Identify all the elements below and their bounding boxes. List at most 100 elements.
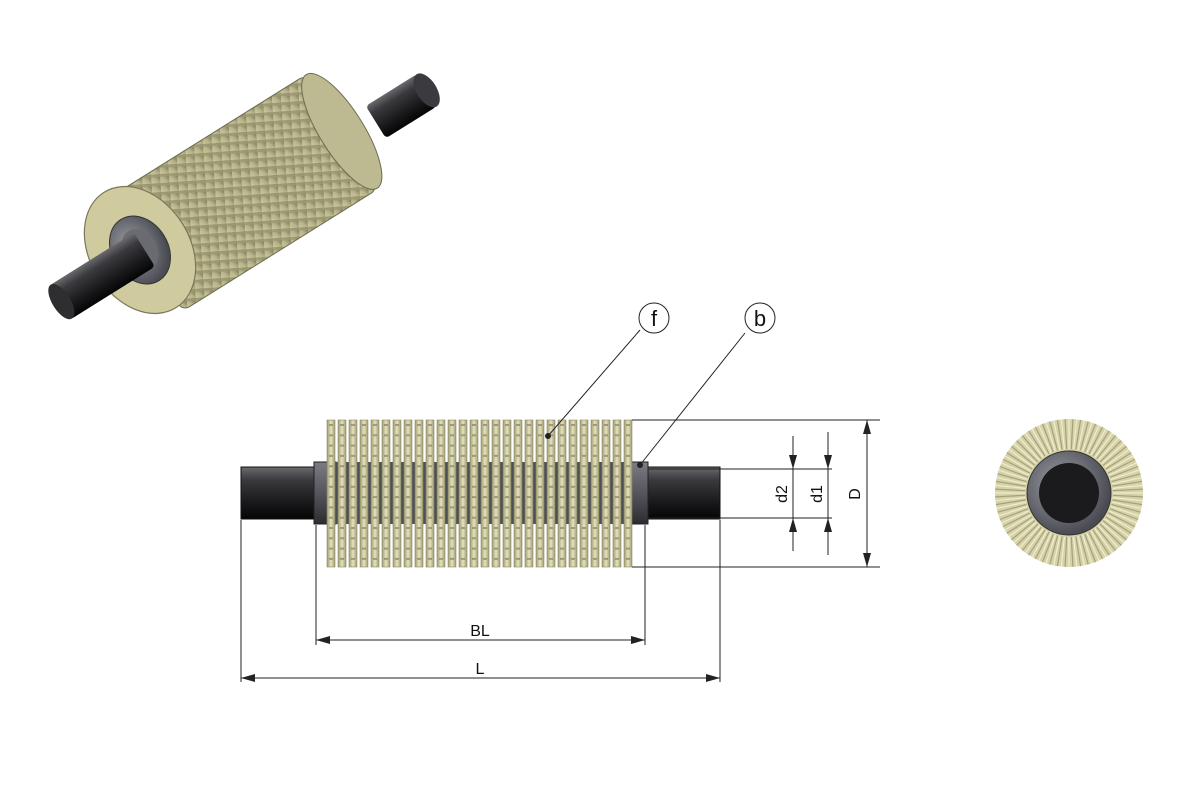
- fin-serration: [560, 444, 564, 447]
- end-fin-ray: [1097, 437, 1119, 461]
- fin-serration: [362, 485, 366, 488]
- fin: [623, 419, 633, 568]
- fin-serration: [340, 506, 344, 509]
- fin-serration: [494, 516, 498, 519]
- fin-serration: [483, 444, 487, 447]
- fin-serration: [549, 444, 553, 447]
- fin-serration: [351, 547, 355, 550]
- fin-serration: [604, 485, 608, 488]
- fin-serration: [615, 496, 619, 499]
- fin-serration: [461, 527, 465, 529]
- fin-serration: [494, 444, 498, 447]
- fin-serration: [340, 465, 344, 468]
- end-fin-ray: [1019, 437, 1041, 461]
- fin-serration: [362, 547, 366, 550]
- fin-serration: [450, 465, 454, 468]
- end-fin-ray: [1025, 528, 1044, 554]
- end-fin-ray: [1106, 455, 1134, 472]
- fin-serration: [604, 465, 608, 468]
- end-fin-ray: [1099, 440, 1122, 463]
- fin-serration: [340, 485, 344, 488]
- fin-serration: [362, 557, 366, 560]
- fin-serration: [549, 537, 553, 540]
- fin: [392, 419, 402, 568]
- fin-serration: [494, 547, 498, 550]
- end-fin-ray: [1086, 425, 1100, 454]
- fin-serration: [527, 527, 531, 529]
- fin-serration: [571, 557, 575, 560]
- end-fin-ray: [1016, 440, 1039, 463]
- l-label: L: [476, 661, 485, 678]
- end-fin-ray: [995, 484, 1026, 489]
- end-fin-ray: [1002, 458, 1031, 474]
- fin-serration: [362, 465, 366, 468]
- fin-serration: [560, 485, 564, 488]
- fin-serration: [538, 516, 542, 519]
- fin-serration: [406, 475, 410, 478]
- fin-serration: [593, 485, 597, 488]
- base-tube-callout: b: [744, 302, 776, 334]
- fin-serration: [329, 485, 333, 488]
- fin: [546, 419, 556, 568]
- fin-serration: [516, 527, 520, 529]
- fin-serration: [549, 557, 553, 560]
- fin-serration: [384, 424, 388, 426]
- end-fin-ray: [1111, 503, 1141, 513]
- fin-serration: [483, 454, 487, 457]
- fin-serration: [417, 434, 421, 437]
- fin-serration: [527, 475, 531, 478]
- fin-serration: [395, 516, 399, 519]
- fin-serration: [450, 527, 454, 529]
- end-fin-ray: [1109, 508, 1139, 521]
- end-fin-ray: [1092, 430, 1110, 457]
- end-fin-ray: [1099, 523, 1122, 546]
- fin-serration: [406, 434, 410, 437]
- fin: [480, 419, 490, 568]
- end-fin-ray: [1075, 419, 1082, 450]
- fin-serration: [329, 537, 333, 540]
- end-fin-ray: [1094, 432, 1113, 458]
- end-fin-ray: [1008, 449, 1034, 468]
- fin-serration: [461, 434, 465, 437]
- fin-serration: [417, 537, 421, 540]
- iso-front-shaft: [48, 234, 154, 320]
- fin-serration: [439, 547, 443, 550]
- fin-serration: [549, 424, 553, 426]
- fin-serration: [406, 537, 410, 540]
- fin-serration: [483, 496, 487, 499]
- fin-serration: [461, 506, 465, 509]
- fin-serration: [472, 485, 476, 488]
- dimension-arrows: [241, 420, 871, 682]
- end-fin-ray: [1045, 534, 1056, 564]
- fin-serration: [604, 434, 608, 437]
- fin-serration: [461, 444, 465, 447]
- end-fin-ray: [998, 506, 1028, 517]
- end-fin-ray: [1079, 421, 1089, 451]
- fin: [359, 419, 369, 568]
- fin-serration: [428, 516, 432, 519]
- end-fin-ray: [1104, 518, 1130, 537]
- fin-serration: [428, 434, 432, 437]
- fin-serration: [582, 496, 586, 499]
- fin-serration: [406, 547, 410, 550]
- end-fin-ray: [1001, 510, 1030, 524]
- d1-label: d1: [809, 485, 826, 503]
- end-fin-rays: [995, 419, 1143, 567]
- fin-serration: [582, 527, 586, 529]
- fin-serration: [362, 434, 366, 437]
- fin-serration: [461, 516, 465, 519]
- end-fin-ray: [1004, 455, 1032, 472]
- end-fin-ray: [1111, 501, 1142, 509]
- fin-serration: [626, 557, 630, 560]
- end-fin-ray: [1096, 526, 1117, 551]
- fin-serration: [450, 557, 454, 560]
- fin-serration: [417, 496, 421, 499]
- fin-serration: [538, 527, 542, 529]
- fin-serration: [549, 434, 553, 437]
- fin-serration: [560, 516, 564, 519]
- fin-serration: [384, 485, 388, 488]
- fin-serration: [560, 506, 564, 509]
- fin-serration: [395, 434, 399, 437]
- fin-serration: [516, 454, 520, 457]
- fin-serration: [428, 496, 432, 499]
